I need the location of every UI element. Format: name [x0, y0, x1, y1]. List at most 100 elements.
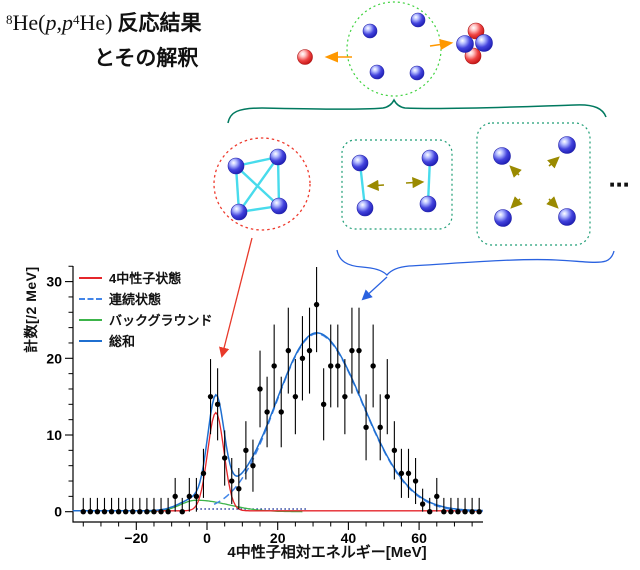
data-point	[165, 509, 171, 515]
legend-line-sample	[79, 319, 102, 321]
alpha-arrow	[429, 39, 454, 51]
x-tick-label: 0	[203, 530, 211, 546]
pair-neutrons	[351, 149, 439, 217]
y-tick-label: 10	[46, 427, 62, 443]
data-point	[349, 347, 355, 354]
legend-line-sample	[79, 277, 102, 279]
page-subtitle: とその解釈	[94, 47, 199, 70]
helium8-halo-circle	[346, 1, 442, 97]
data-point	[229, 478, 235, 484]
data-point	[87, 509, 94, 515]
legend-entry-0: 4中性子状態	[79, 267, 212, 288]
bound-neutrons	[227, 148, 288, 221]
data-point	[455, 509, 461, 515]
continuum-brace	[336, 249, 615, 276]
data-point	[250, 462, 256, 469]
x-tick-label: 60	[411, 530, 427, 546]
x-tick-label: −20	[124, 530, 148, 546]
mass-number-4: 4	[72, 12, 80, 27]
data-point	[448, 509, 454, 515]
data-point	[200, 470, 207, 477]
free-neutrons-dotted-box	[476, 122, 591, 246]
more-configurations-ellipsis: ⋯	[609, 173, 630, 197]
data-point	[363, 424, 369, 431]
data-point	[299, 355, 306, 361]
pair-bonds	[358, 157, 432, 209]
data-point	[193, 493, 200, 500]
data-point	[405, 470, 412, 477]
reaction-diagram	[297, 1, 493, 97]
data-point	[335, 363, 341, 369]
data-point	[101, 509, 108, 515]
page-title: 8He(p,p4He)反応結果	[6, 10, 202, 35]
alpha-particle	[456, 22, 493, 65]
data-point	[214, 401, 221, 408]
legend-label: 総和	[109, 334, 136, 349]
data-point	[264, 409, 270, 415]
data-point	[94, 509, 101, 515]
data-point	[130, 509, 136, 515]
data-point	[313, 301, 320, 308]
data-point	[370, 363, 376, 369]
data-point	[285, 347, 292, 354]
data-point	[122, 509, 129, 515]
dineutron-dotted-box	[341, 139, 453, 230]
background-curve	[146, 499, 303, 513]
helium8-neutrons	[362, 12, 426, 81]
data-point	[257, 386, 263, 392]
tetraneutron-bound-diagram	[213, 137, 311, 231]
data-point	[441, 509, 447, 515]
data-point	[292, 393, 299, 400]
data-point	[221, 455, 228, 461]
data-point	[328, 363, 334, 369]
total-curve	[72, 332, 483, 512]
axes-frame	[72, 266, 483, 523]
data-point	[172, 493, 178, 500]
legend-line-sample	[79, 340, 102, 342]
data-point	[476, 509, 482, 515]
legend-label: 連続状態	[109, 292, 162, 307]
legend-label: バックグラウンド	[109, 313, 213, 328]
data-point	[320, 401, 327, 408]
data-point	[434, 493, 440, 500]
data-point	[419, 501, 426, 507]
resonance-arrow	[219, 237, 253, 358]
y-tick-label: 30	[46, 274, 62, 290]
data-point	[278, 409, 284, 415]
data-point	[384, 393, 390, 400]
data-point	[151, 509, 157, 515]
legend-entry-2: バックグラウンド	[79, 309, 212, 330]
continuum-curve	[213, 333, 483, 513]
data-point	[80, 509, 86, 515]
legend-entry-1: 連続状態	[79, 288, 212, 309]
data-point	[137, 509, 143, 515]
data-point	[306, 347, 313, 354]
data-point	[207, 393, 214, 400]
data-point	[186, 493, 193, 500]
mass-number-8: 8	[6, 12, 13, 27]
data-point	[271, 363, 277, 369]
data-point	[144, 509, 150, 515]
data-point	[342, 393, 348, 400]
legend-label: 4中性子状態	[109, 271, 182, 286]
interpretation-brace	[227, 98, 607, 124]
chart-legend: 4中性子状態連続状態バックグラウンド総和	[79, 267, 212, 351]
free-neutrons	[493, 136, 576, 227]
x-tick-label: 40	[341, 530, 357, 546]
data-point	[412, 478, 419, 484]
y-tick-label: 0	[54, 504, 62, 520]
data-point	[243, 447, 249, 454]
data-point	[115, 509, 122, 515]
scattered-proton	[297, 49, 313, 65]
dineutron-pairs-diagram	[341, 139, 453, 230]
y-tick-label: 20	[46, 350, 62, 366]
legend-line-sample	[79, 298, 102, 300]
tetraneutron-dotted-circle	[213, 137, 311, 231]
y-axis-label: 計数[/2 MeV]	[23, 266, 39, 353]
data-point	[179, 509, 185, 515]
data-point	[158, 509, 164, 515]
x-axis-label: 4中性子相対エネルギー[MeV]	[227, 544, 427, 561]
escape-arrows	[509, 156, 560, 209]
legend-entry-3: 総和	[79, 330, 212, 351]
